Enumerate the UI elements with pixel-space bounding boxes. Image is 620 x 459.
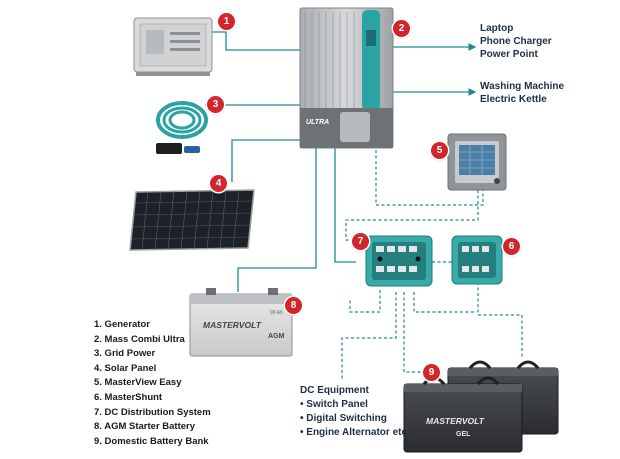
generator-device <box>133 17 213 76</box>
domestic-battery-brand-label: MASTERVOLT <box>426 416 485 426</box>
legend-item-3: 3. Grid Power <box>94 348 156 360</box>
dc-equipment-item-digital-switching: • Digital Switching <box>300 413 387 424</box>
badge-inverter: 2 <box>393 20 410 37</box>
output-label-electric-kettle: Electric Kettle <box>480 94 547 105</box>
output-label-washing-machine: Washing Machine <box>480 81 565 92</box>
solar-panel-device <box>129 189 255 251</box>
mastershunt-device <box>451 235 503 285</box>
dc-distribution-device <box>365 235 433 287</box>
legend-item-7: 7. DC Distribution System <box>94 406 211 418</box>
domestic-battery-bank-device: MASTERVOLT GEL <box>403 360 559 453</box>
badge-solar-panel: 4 <box>210 175 227 192</box>
wires-dashed <box>341 150 523 380</box>
agm-battery-capacity-label: 90 Ah <box>270 310 283 316</box>
legend-item-4: 4. Solar Panel <box>94 362 157 374</box>
badge-dc-distribution: 7 <box>352 233 369 250</box>
dc-equipment-item-switch-panel: • Switch Panel <box>300 399 368 410</box>
legend-item-9: 9. Domestic Battery Bank <box>94 435 209 447</box>
dc-equipment-block: DC Equipment • Switch Panel • Digital Sw… <box>300 384 410 440</box>
legend-item-2: 2. Mass Combi Ultra <box>94 333 185 345</box>
badge-generator: 1 <box>218 13 235 30</box>
legend-item-6: 6. MasterShunt <box>94 391 163 403</box>
legend-item-1: 1. Generator <box>94 319 150 330</box>
grid-cable-device <box>156 101 208 154</box>
output-label-laptop: Laptop <box>480 23 514 34</box>
agm-battery-device: MASTERVOLT AGM 90 Ah <box>189 288 293 357</box>
agm-battery-type-label: AGM <box>268 333 285 340</box>
output-label-phone-charger: Phone Charger <box>480 36 552 47</box>
inverter-device: ULTRA <box>299 7 394 149</box>
badge-domestic-battery: 9 <box>423 364 440 381</box>
output-group-appliances: Washing Machine Electric Kettle <box>480 80 564 106</box>
output-group-electronics: Laptop Phone Charger Power Point <box>480 22 552 61</box>
inverter-brand-label: ULTRA <box>306 119 329 126</box>
agm-battery-brand-label: MASTERVOLT <box>203 320 262 330</box>
domestic-battery-type-label: GEL <box>456 431 471 438</box>
badge-mastershunt: 6 <box>503 238 520 255</box>
legend-item-8: 8. AGM Starter Battery <box>94 421 196 433</box>
legend-item-5: 5. MasterView Easy <box>94 377 182 389</box>
dc-equipment-title: DC Equipment <box>300 385 369 396</box>
dc-equipment-item-alternator: • Engine Alternator etc. <box>300 427 410 438</box>
badge-masterview: 5 <box>431 142 448 159</box>
badge-grid-power: 3 <box>207 96 224 113</box>
component-legend: 1. Generator 2. Mass Combi Ultra 3. Grid… <box>94 318 211 449</box>
masterview-panel-device <box>447 133 507 191</box>
badge-agm-battery: 8 <box>285 297 302 314</box>
output-label-power-point: Power Point <box>480 49 538 60</box>
